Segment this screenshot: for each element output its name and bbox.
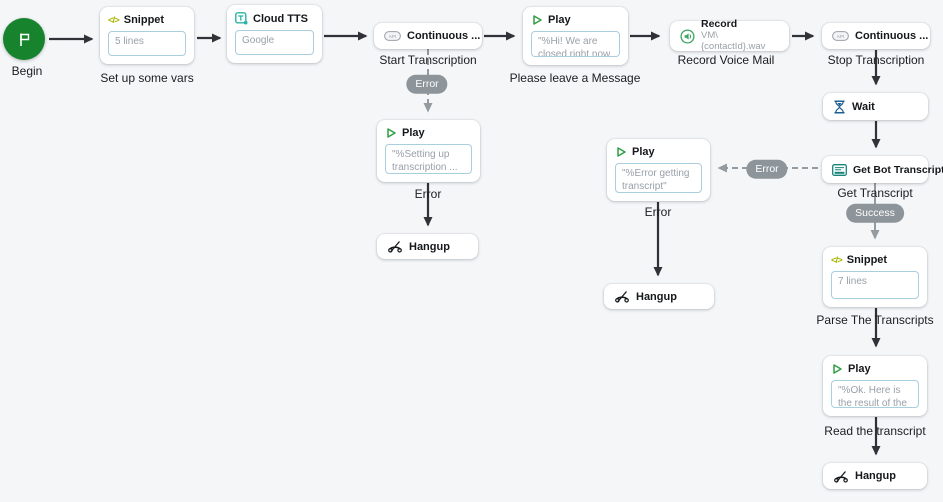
node-title: Continuous ... bbox=[407, 30, 481, 42]
node-caption: Please leave a Message bbox=[509, 71, 641, 85]
node-title: Play bbox=[848, 363, 871, 375]
node-snippet-setup[interactable]: </> Snippet 5 lines bbox=[100, 7, 194, 64]
play-icon bbox=[615, 146, 627, 158]
node-caption: Start Transcription bbox=[379, 53, 477, 67]
flag-icon bbox=[16, 31, 33, 48]
node-record[interactable]: Record VM\{contactId}.wav bbox=[670, 18, 789, 52]
node-caption: Error bbox=[414, 187, 442, 201]
record-audio-icon bbox=[680, 28, 695, 44]
node-value: "%Setting up transcription ... bbox=[385, 144, 472, 174]
node-get-bot-transcript[interactable]: Get Bot Transcript bbox=[822, 156, 943, 183]
branch-badge-error: Error bbox=[746, 159, 788, 179]
branch-badge-error: Error bbox=[406, 74, 448, 94]
node-caption: Error bbox=[644, 205, 672, 219]
node-value: Google bbox=[235, 30, 314, 55]
hangup-icon bbox=[833, 470, 849, 483]
node-play-read-transcript[interactable]: Play "%Ok. Here is the result of the ... bbox=[823, 356, 927, 416]
hourglass-icon bbox=[833, 99, 846, 114]
cloud-tts-icon bbox=[235, 12, 248, 25]
node-value: "%Hi! We are closed right now, ... bbox=[531, 31, 620, 57]
api-icon: API bbox=[832, 31, 849, 41]
node-caption: Parse The Transcripts bbox=[816, 313, 934, 327]
node-value: "%Error getting transcript" bbox=[615, 163, 702, 193]
node-title: Play bbox=[402, 127, 425, 139]
node-value: 7 lines bbox=[831, 271, 919, 299]
node-title: Continuous ... bbox=[855, 30, 929, 42]
hangup-icon bbox=[614, 290, 630, 303]
node-hangup-main[interactable]: Hangup bbox=[823, 463, 927, 489]
api-icon: API bbox=[384, 31, 401, 41]
node-title: Play bbox=[548, 14, 571, 26]
node-play-transcription-error[interactable]: Play "%Setting up transcription ... bbox=[377, 120, 480, 182]
play-icon bbox=[531, 14, 543, 26]
node-title: Hangup bbox=[409, 240, 450, 253]
node-title: Record bbox=[701, 18, 738, 31]
node-caption: Set up some vars bbox=[100, 71, 194, 85]
node-caption: Read the transcript bbox=[824, 424, 926, 438]
node-snippet-parse[interactable]: </> Snippet 7 lines bbox=[823, 247, 927, 307]
node-title: Play bbox=[632, 146, 655, 158]
hangup-icon bbox=[387, 240, 403, 253]
node-hangup-error2[interactable]: Hangup bbox=[604, 284, 714, 309]
svg-text:API: API bbox=[837, 34, 844, 39]
play-icon bbox=[831, 363, 843, 375]
play-icon bbox=[385, 127, 397, 139]
node-play-transcript-error[interactable]: Play "%Error getting transcript" bbox=[607, 139, 710, 201]
code-icon: </> bbox=[831, 254, 843, 266]
begin-label: Begin bbox=[11, 64, 43, 78]
node-caption: Get Transcript bbox=[837, 186, 913, 200]
node-hangup-error1[interactable]: Hangup bbox=[377, 234, 478, 259]
transcript-icon bbox=[832, 163, 847, 176]
code-icon: </> bbox=[108, 14, 120, 26]
node-value: "%Ok. Here is the result of the ... bbox=[831, 380, 919, 408]
node-subtitle: VM\{contactId}.wav bbox=[701, 29, 766, 52]
branch-badge-success: Success bbox=[846, 203, 904, 223]
node-play-closed-message[interactable]: Play "%Hi! We are closed right now, ... bbox=[523, 7, 628, 65]
node-title: Get Bot Transcript bbox=[853, 163, 943, 176]
node-cloud-tts[interactable]: Cloud TTS Google bbox=[227, 5, 322, 63]
node-title: Wait bbox=[852, 100, 875, 113]
node-title: Hangup bbox=[855, 470, 896, 482]
node-wait[interactable]: Wait bbox=[823, 93, 928, 120]
node-title: Snippet bbox=[123, 14, 165, 26]
node-title: Cloud TTS bbox=[253, 12, 308, 25]
node-value: 5 lines bbox=[108, 31, 186, 56]
node-caption: Stop Transcription bbox=[827, 53, 925, 67]
begin-node[interactable] bbox=[3, 18, 45, 60]
node-title: Snippet bbox=[846, 254, 888, 266]
node-title: Hangup bbox=[636, 290, 677, 303]
node-caption: Record Voice Mail bbox=[677, 53, 775, 67]
svg-text:API: API bbox=[389, 34, 396, 39]
node-continuous-stop[interactable]: API Continuous ... bbox=[822, 23, 930, 49]
node-continuous-start[interactable]: API Continuous ... bbox=[374, 23, 482, 49]
